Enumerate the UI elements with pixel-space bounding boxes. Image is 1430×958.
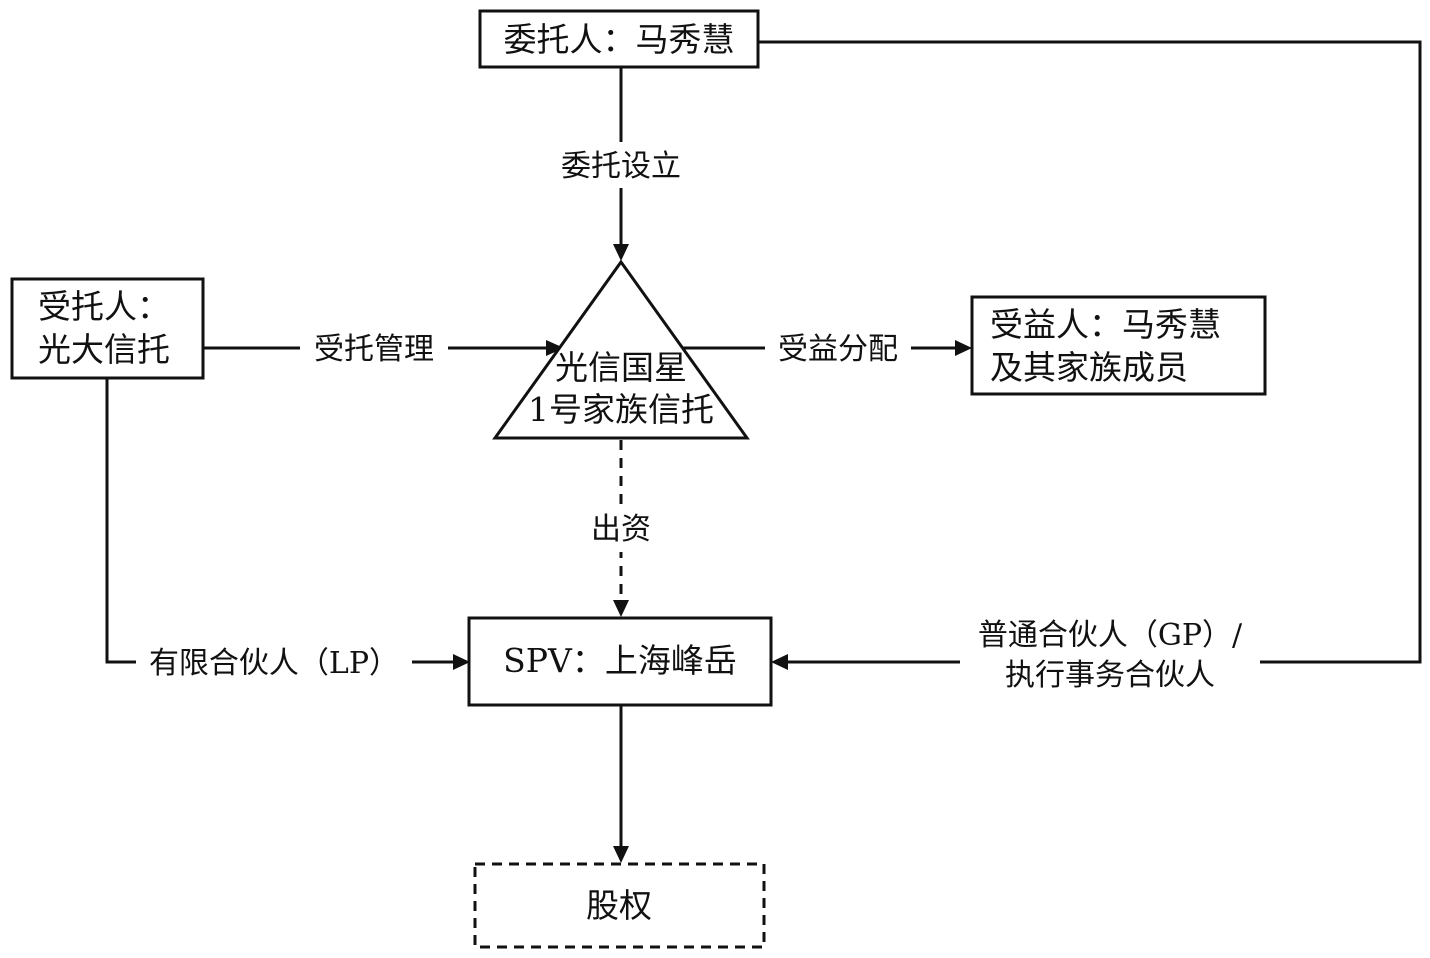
label-bg-manage xyxy=(300,328,448,370)
trust-triangle xyxy=(492,259,750,440)
edge-gp-label-line1: 普通合伙人（GP）/ xyxy=(978,618,1243,653)
settlor-box xyxy=(478,9,760,69)
trust-label-line1: 光信国星 xyxy=(555,348,687,387)
edge-gp-label-line2: 执行事务合伙人 xyxy=(1005,658,1215,693)
beneficiary-label-line1: 受益人：马秀慧 xyxy=(990,305,1221,344)
label-bg-lp xyxy=(136,642,412,684)
edge-establish-arrowhead xyxy=(613,244,629,261)
edge-distribute-arrowhead xyxy=(955,340,972,356)
edge-equity-arrowhead xyxy=(613,846,629,863)
trustee-box xyxy=(10,277,205,380)
spv-box xyxy=(467,616,773,707)
edge-lp-arrowhead xyxy=(453,654,470,670)
equity-label: 股权 xyxy=(586,886,652,925)
edge-lp-label: 有限合伙人（LP） xyxy=(149,646,399,681)
beneficiary-node: 受益人：马秀慧 及其家族成员 xyxy=(970,295,1267,396)
label-bg-establish xyxy=(550,142,692,188)
edge-gp-arrowhead xyxy=(771,654,788,670)
edge-manage-arrowhead xyxy=(546,340,564,356)
beneficiary-box xyxy=(970,295,1267,396)
trust-label-line2: 1号家族信托 xyxy=(528,390,714,429)
edge-establish-label: 委托设立 xyxy=(561,149,681,184)
label-bg-invest xyxy=(583,506,659,552)
spv-label: SPV：上海峰岳 xyxy=(503,641,737,680)
edge-distribute-label: 受益分配 xyxy=(778,332,898,367)
edge-invest-label: 出资 xyxy=(591,512,651,547)
edge-lp-line xyxy=(105,379,458,664)
edge-invest-arrowhead xyxy=(613,600,629,617)
settlor-node: 委托人：马秀慧 xyxy=(478,9,760,69)
trust-node: 光信国星 1号家族信托 xyxy=(492,259,750,440)
equity-node: 股权 xyxy=(473,862,766,949)
trustee-label-line2: 光大信托 xyxy=(38,330,170,369)
edge-manage-label: 受托管理 xyxy=(314,332,434,367)
equity-box xyxy=(473,862,766,949)
beneficiary-label-line2: 及其家族成员 xyxy=(990,348,1188,387)
label-bg-gp xyxy=(960,612,1260,694)
settlor-label: 委托人：马秀慧 xyxy=(504,20,735,59)
trustee-node: 受托人： 光大信托 xyxy=(10,277,205,380)
label-bg-distribute xyxy=(765,328,911,370)
spv-node: SPV：上海峰岳 xyxy=(467,616,773,707)
trustee-label-line1: 受托人： xyxy=(38,287,170,326)
